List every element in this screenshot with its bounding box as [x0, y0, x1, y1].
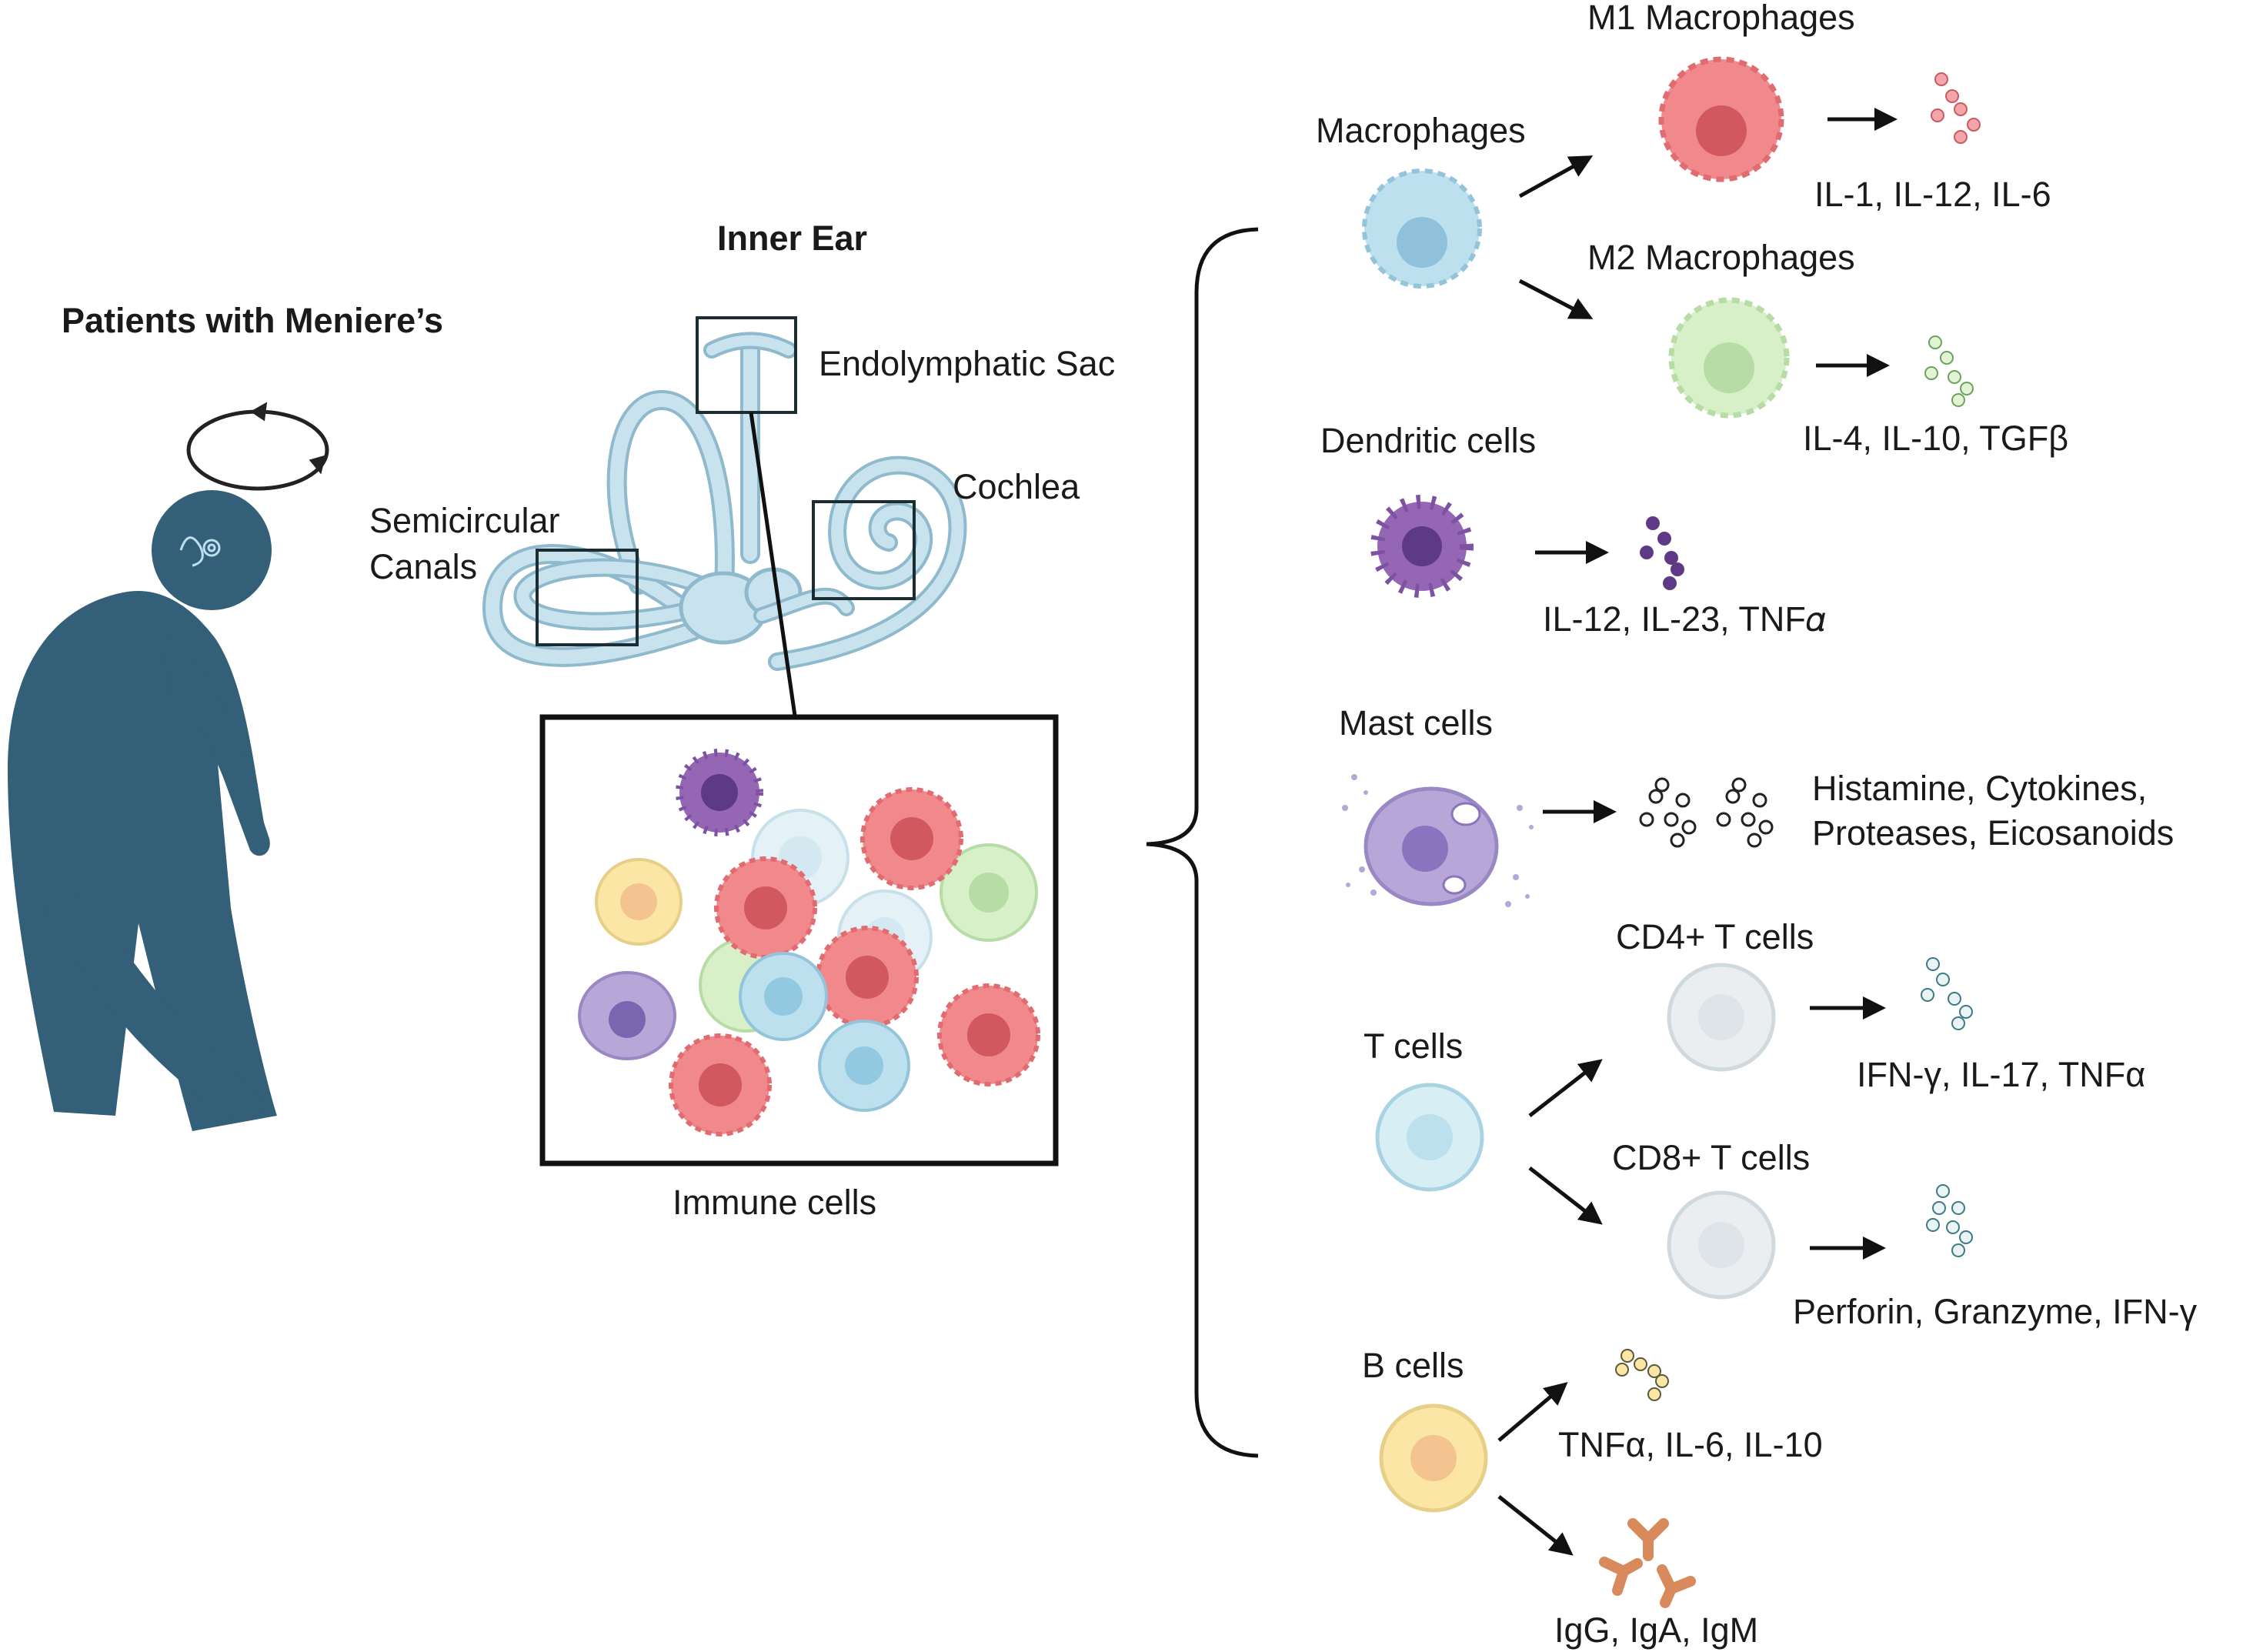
mast-cell-icon	[1342, 774, 1534, 907]
dizziness-icon	[186, 402, 329, 491]
patient-figure-icon	[8, 490, 277, 1131]
dendritic-cytokine-icon	[1640, 516, 1684, 590]
dendritic-output-label: IL-12, IL-23, TNF𝛼	[1543, 599, 1826, 639]
arrow-to-m2	[1518, 279, 1594, 319]
m1-output-label: IL-1, IL-12, IL-6	[1814, 175, 2051, 214]
dendritic-cell-icon	[1370, 495, 1474, 598]
m1-label: M1 Macrophages	[1587, 0, 1855, 37]
cd4-label: CD4+ T cells	[1616, 917, 1814, 956]
macrophages-label: Macrophages	[1316, 111, 1526, 150]
m2-label: M2 Macrophages	[1587, 238, 1855, 277]
cd4-cytokine-icon	[1921, 957, 1973, 1030]
b-output-label-2: IgG, IgA, IgM	[1554, 1610, 1758, 1650]
grouping-bracket	[1146, 227, 1259, 1458]
mast-output-label-2: Proteases, Eicosanoids	[1812, 813, 2174, 853]
endolymphatic-sac-label: Endolymphatic Sac	[819, 344, 1115, 383]
semicircular-label-1: Semicircular	[369, 501, 560, 540]
cochlea-label: Cochlea	[953, 467, 1080, 506]
cd8-tcell-icon	[1667, 1190, 1776, 1300]
arrow-to-cd4	[1528, 1059, 1603, 1117]
macrophage-icon	[1362, 169, 1482, 289]
inner-ear-title: Inner Ear	[717, 219, 867, 258]
cd8-cytokine-icon	[1926, 1184, 1973, 1257]
m2-cytokine-icon	[1924, 335, 1974, 407]
m1-macrophage-icon	[1658, 56, 1784, 182]
bcell-icon	[1379, 1403, 1488, 1513]
m2-macrophage-icon	[1668, 297, 1790, 419]
m2-output-label: IL-4, IL-10, TGFβ	[1803, 419, 2068, 458]
cd4-output-label: IFN-γ, IL-17, TNFα	[1857, 1055, 2145, 1094]
immune-cell-cluster	[578, 749, 1040, 1136]
mast-output-label-1: Histamine, Cytokines,	[1812, 769, 2147, 808]
semicircular-canals-box	[536, 549, 639, 646]
b-antibody-arrow	[1497, 1495, 1574, 1556]
tcell-icon	[1375, 1083, 1484, 1192]
semicircular-label-2: Canals	[369, 547, 477, 586]
b-output-label-1: TNFα, IL-6, IL-10	[1558, 1425, 1823, 1464]
cd8-output-label: Perforin, Granzyme, IFN-γ	[1793, 1292, 2198, 1331]
patient-title: Patients with Meniere’s	[62, 301, 443, 340]
b-cytokine-icon	[1615, 1349, 1669, 1401]
arrow-to-cd8	[1528, 1166, 1603, 1225]
immune-cells-label: Immune cells	[673, 1183, 876, 1222]
arrow-to-m1	[1518, 155, 1594, 199]
tcells-label: T cells	[1363, 1026, 1463, 1066]
zoom-connector-line	[749, 412, 797, 716]
m1-cytokine-icon	[1931, 72, 1981, 144]
antibody-icon	[1599, 1518, 1696, 1608]
endolymphatic-sac-box	[696, 316, 797, 414]
dendritic-label: Dendritic cells	[1320, 421, 1536, 460]
cochlea-box	[812, 500, 916, 600]
bcells-label: B cells	[1362, 1346, 1464, 1385]
cd8-label: CD8+ T cells	[1612, 1138, 1810, 1177]
mast-label: Mast cells	[1339, 703, 1493, 743]
cd4-tcell-icon	[1667, 963, 1776, 1072]
mast-granule-icon	[1639, 777, 1774, 848]
b-cytokine-arrow	[1497, 1382, 1568, 1442]
